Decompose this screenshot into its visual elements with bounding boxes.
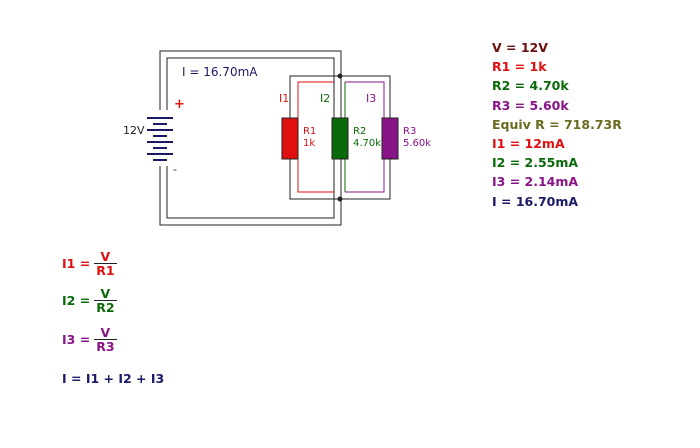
values-panel: V = 12V R1 = 1k R2 = 4.70k R3 = 5.60k Eq… [492,38,622,211]
formula-i2-denominator: R2 [94,300,117,315]
top-node [337,73,343,79]
r3-value: R3 = 5.60k [492,97,569,113]
resistor-r2 [331,117,349,160]
i1-value: I1 = 12mA [492,136,565,152]
formula-i1-lhs: I1 = [62,256,91,271]
resistor-r3 [381,117,399,160]
i3-value: I3 = 2.14mA [492,174,579,190]
formula-i2: I2 = V R2 [62,287,117,314]
minus-sign: - [173,163,177,176]
formula-i1: I1 = V R1 [62,250,117,277]
bottom-node [337,196,343,202]
formula-i3-lhs: I3 = [62,332,91,347]
equiv-resistance-value: Equiv R = 718.73R [492,116,622,132]
formula-i3: I3 = V R3 [62,326,117,353]
formula-i3-numerator: V [100,325,111,340]
formula-i3-fraction: V R3 [94,325,117,354]
battery-voltage-label: 12V [123,124,145,137]
formula-i1-numerator: V [100,249,111,264]
formula-i3-denominator: R3 [94,339,117,354]
r1-value: R1 = 1k [492,59,547,75]
total-current-label: I = 16.70mA [182,65,258,79]
branch-label-i2: I2 [320,92,330,105]
i2-value: I2 = 2.55mA [492,155,579,171]
plus-sign: + [174,97,185,112]
branch-label-i1: I1 [279,92,289,105]
resistor-r1-name: R1 [303,126,316,137]
formula-i2-fraction: V R2 [94,286,117,315]
formula-i1-fraction: V R1 [94,249,117,278]
resistor-r1-value: 1k [303,138,315,149]
total-current-value: I = 16.70mA [492,193,579,209]
r2-value: R2 = 4.70k [492,78,569,94]
total-current-formula: I = I1 + I2 + I3 [62,371,165,386]
formula-i2-numerator: V [100,286,111,301]
resistor-r2-name: R2 [353,126,366,137]
battery-symbol [146,110,174,166]
formula-i2-lhs: I2 = [62,293,91,308]
resistor-r1 [281,117,299,160]
branch-label-i3: I3 [366,92,376,105]
resistor-r3-value: 5.60k [403,138,431,149]
formula-i1-denominator: R1 [94,263,117,278]
branch-path-r3 [345,81,385,193]
resistor-r3-name: R3 [403,126,416,137]
voltage-value: V = 12V [492,40,548,55]
resistor-r2-value: 4.70k [353,138,381,149]
